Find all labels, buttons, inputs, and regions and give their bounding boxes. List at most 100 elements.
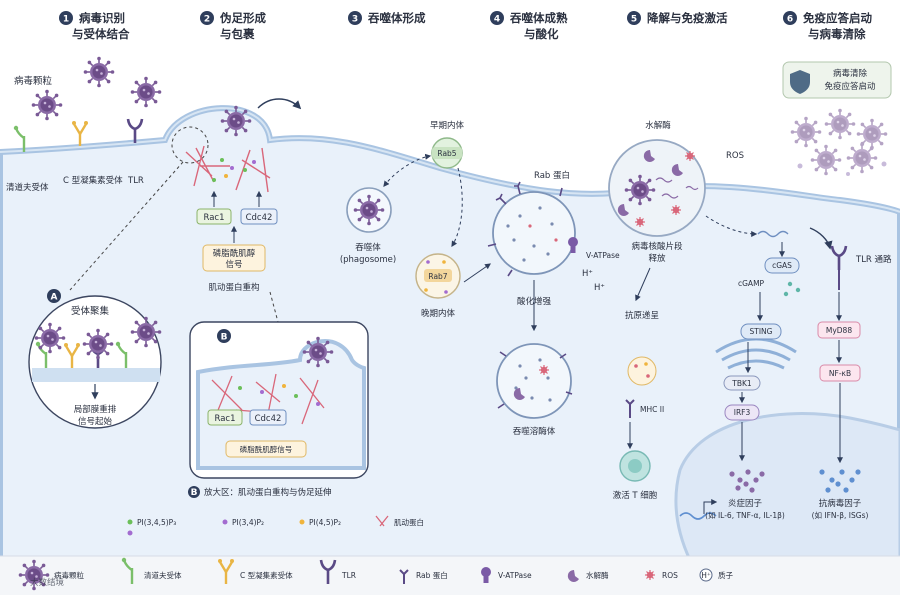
svg-text:PI(3,4)P₂: PI(3,4)P₂	[232, 518, 264, 527]
svg-text:病毒识别: 病毒识别	[79, 11, 125, 25]
dissolving-virus-fragments	[789, 107, 889, 177]
svg-text:肌动蛋白: 肌动蛋白	[394, 517, 424, 527]
svg-text:3: 3	[352, 15, 358, 25]
svg-text:B: B	[221, 333, 228, 343]
step-6-header: 6 免疫应答启动 与病毒清除	[783, 11, 872, 41]
svg-text:磷脂酰肌醇信号: 磷脂酰肌醇信号	[240, 444, 293, 454]
svg-text:(如 IL-6, TNF-α, IL-1β): (如 IL-6, TNF-α, IL-1β)	[705, 510, 785, 520]
legend-item-rab: Rab 蛋白	[399, 569, 448, 584]
inset-a-title: 受体聚集	[71, 305, 110, 317]
svg-text:释放: 释放	[648, 253, 666, 264]
svg-text:IRF3: IRF3	[734, 408, 751, 417]
svg-text:1: 1	[63, 15, 69, 25]
cytokine-dots	[729, 469, 765, 493]
legend-item-scavenger: 清道夫受体	[120, 556, 182, 586]
legend-item-hydrolase: 水解酶	[567, 569, 609, 582]
svg-text:激活 T 细胞: 激活 T 细胞	[613, 490, 658, 501]
rac1-box	[196, 208, 232, 225]
svg-text:(如 IFN-β, ISGs): (如 IFN-β, ISGs)	[812, 510, 869, 520]
legend-item-virus: 病毒颗粒	[17, 558, 84, 592]
svg-text:病毒颗粒: 病毒颗粒	[54, 570, 84, 580]
antiviral-dots	[819, 469, 861, 493]
svg-text:Rab7: Rab7	[428, 272, 447, 281]
svg-text:肌动蛋白重构: 肌动蛋白重构	[208, 282, 259, 293]
lysosome-degradation	[608, 139, 706, 237]
svg-text:A: A	[51, 293, 58, 303]
svg-text:与包裹: 与包裹	[220, 27, 255, 41]
irf3-box	[724, 404, 760, 421]
tlr-label: TLR	[127, 176, 144, 186]
legend-item-ros: ROS	[644, 569, 678, 581]
svg-text:磷脂酰肌醇: 磷脂酰肌醇	[213, 248, 256, 259]
svg-text:与酸化: 与酸化	[524, 27, 559, 41]
zoom-ring-a	[171, 126, 209, 164]
svg-text:吞噬溶酶体: 吞噬溶酶体	[513, 426, 556, 437]
virus-icon	[30, 88, 64, 122]
legend-item-lectin: C 型凝集素受体	[216, 557, 293, 586]
svg-text:Rab 蛋白: Rab 蛋白	[534, 170, 570, 181]
svg-text:Rab5: Rab5	[437, 149, 456, 158]
cgas-box	[764, 257, 800, 274]
nfkb-box	[819, 364, 861, 382]
svg-text:6: 6	[787, 15, 793, 25]
virus-cleared-box	[782, 61, 892, 99]
svg-text:PI(4,5)P₂: PI(4,5)P₂	[309, 518, 341, 527]
svg-text:炎症因子: 炎症因子	[728, 498, 763, 509]
step-4-header: 4 吞噬体成熟 与酸化	[490, 11, 568, 41]
svg-text:ROS: ROS	[726, 151, 744, 161]
svg-text:水解酶: 水解酶	[645, 120, 671, 131]
svg-text:Rac1: Rac1	[214, 414, 235, 424]
step-2-pseudopod: Rac1 Cdc42 磷脂酰肌醇 信号 肌动蛋白重构	[185, 98, 302, 323]
svg-text:抗病毒因子: 抗病毒因子	[819, 498, 862, 509]
virus-label: 病毒颗粒	[14, 75, 53, 87]
svg-text:与病毒清除: 与病毒清除	[808, 27, 866, 41]
svg-text:Rab 蛋白: Rab 蛋白	[416, 570, 448, 580]
svg-text:吞噬体成熟: 吞噬体成熟	[510, 11, 568, 25]
svg-text:病毒核酸片段: 病毒核酸片段	[631, 241, 683, 252]
legend-item-proton: H⁺ 质子	[699, 568, 733, 582]
svg-text:病毒清除: 病毒清除	[833, 68, 868, 79]
svg-text:V-ATPase: V-ATPase	[498, 571, 532, 580]
step-3-phagosome: 吞噬体 (phagosome) Rab5 早期内体 Rab7 晚期内体	[340, 120, 491, 319]
legend-item-tlr: TLR	[319, 558, 356, 586]
shield-icon	[790, 70, 810, 94]
pi-signal-box	[202, 244, 266, 272]
svg-text:5: 5	[631, 15, 637, 25]
svg-text:STING: STING	[750, 327, 773, 336]
svg-text:水解酶: 水解酶	[586, 570, 609, 580]
svg-text:cGAMP: cGAMP	[738, 279, 765, 288]
virus-icon	[219, 104, 253, 138]
svg-text:2: 2	[204, 15, 210, 25]
bottom-legend: 病毒颗粒 清道夫受体 C 型凝集素受体 TLR Rab 蛋白 V-ATPase …	[0, 555, 900, 595]
svg-text:TLR 通路: TLR 通路	[855, 254, 892, 265]
svg-text:TLR: TLR	[341, 571, 356, 580]
sting-box	[740, 323, 782, 340]
svg-text:免疫应答启动: 免疫应答启动	[803, 11, 872, 25]
svg-text:清道夫受体: 清道夫受体	[144, 570, 182, 580]
step-5-degradation: 水解酶 ROS 病毒核酸片段 释放 抗原递呈 MHC II 激活 T 细胞 cG…	[608, 120, 801, 501]
nucleus	[674, 412, 900, 562]
svg-text:ROS: ROS	[662, 571, 678, 580]
svg-text:吞噬体: 吞噬体	[355, 242, 381, 253]
svg-text:TBK1: TBK1	[731, 379, 752, 388]
svg-text:PI(3,4,5)P₃: PI(3,4,5)P₃	[137, 518, 176, 527]
svg-text:质子: 质子	[718, 570, 733, 580]
svg-text:MyD88: MyD88	[826, 326, 852, 335]
inset-b: B Rac1 Cdc42 磷脂酰肌醇信号 B 放大区：肌动蛋白重构与伪足延伸	[188, 321, 369, 498]
phagolysosome	[496, 343, 572, 419]
step-1-header: 1 病毒识别 与受体结合	[59, 11, 130, 41]
tbk1-box	[723, 375, 761, 391]
maturing-phagosome	[492, 191, 576, 275]
cdc42-box	[240, 208, 278, 225]
svg-text:信号: 信号	[225, 259, 242, 270]
svg-text:Cdc42: Cdc42	[255, 414, 282, 424]
legend-item-vatpase: V-ATPase	[481, 567, 532, 583]
step-3-header: 3 吞噬体形成	[348, 11, 426, 25]
pi-legend: PI(3,4,5)P₃ PI(3,4)P₂ PI(4,5)P₂ 肌动蛋白	[127, 515, 424, 536]
lectin-label: C 型凝集素受体	[63, 175, 123, 186]
scavenger-label: 清道夫受体	[6, 182, 49, 193]
inset-b-caption: 放大区：肌动蛋白重构与伪足延伸	[204, 487, 332, 498]
svg-text:晚期内体: 晚期内体	[421, 308, 456, 319]
